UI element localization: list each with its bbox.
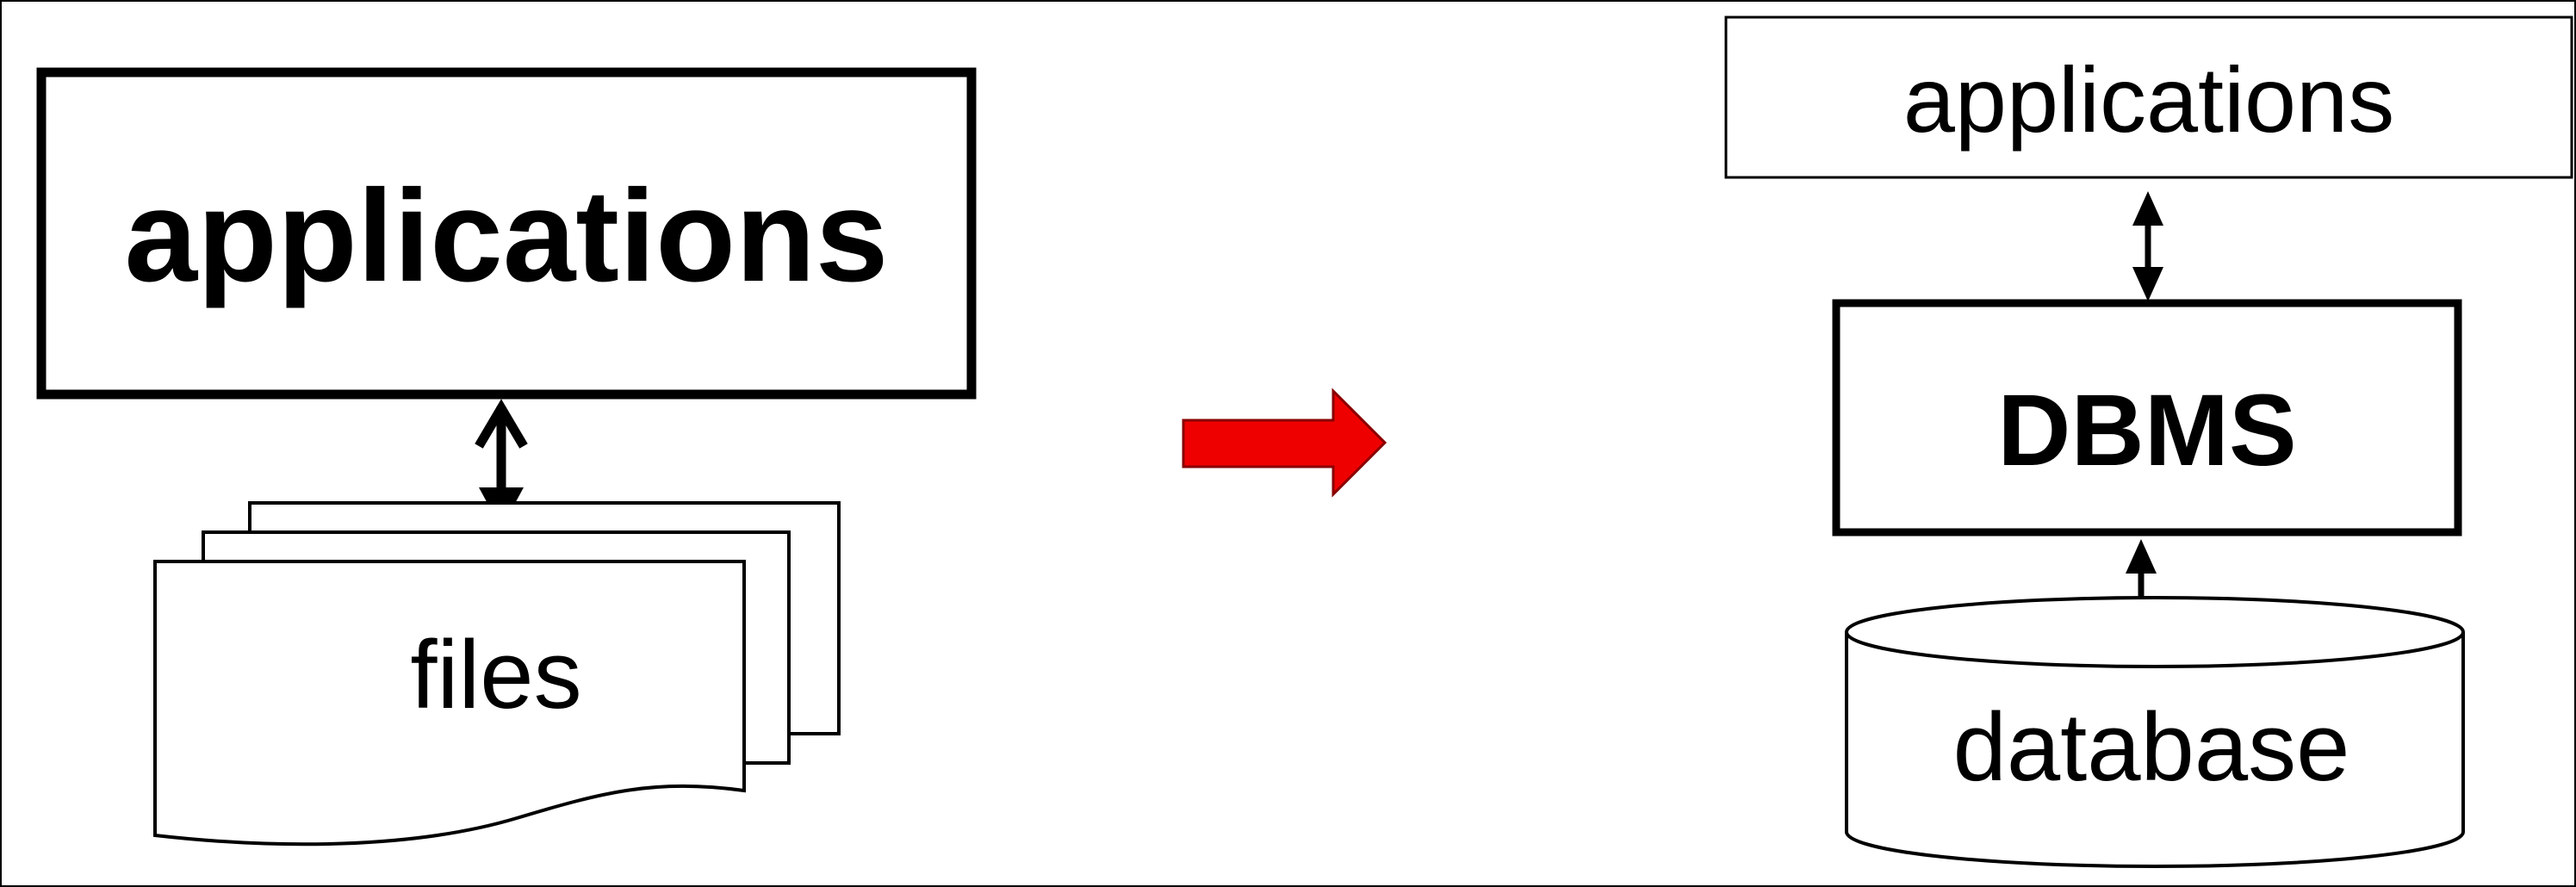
database-label: database: [1953, 693, 2350, 801]
left-applications-box: applications: [36, 67, 977, 400]
file-sheet-front: [153, 560, 746, 847]
cylinder-body: [1845, 632, 2465, 868]
right-upper-double-arrow: [2132, 191, 2163, 301]
dbms-label: DBMS: [1997, 374, 2296, 487]
cylinder-top: [1845, 596, 2465, 668]
left-applications-label: applications: [125, 163, 889, 309]
files-stack: files: [153, 501, 841, 847]
right-applications-box: applications: [1724, 16, 2573, 179]
dbms-box: DBMS: [1832, 299, 2462, 537]
database-cylinder: database: [1845, 596, 2465, 868]
files-label: files: [410, 621, 581, 729]
transition-arrow: [1182, 388, 1387, 498]
right-applications-label: applications: [1903, 47, 2394, 152]
